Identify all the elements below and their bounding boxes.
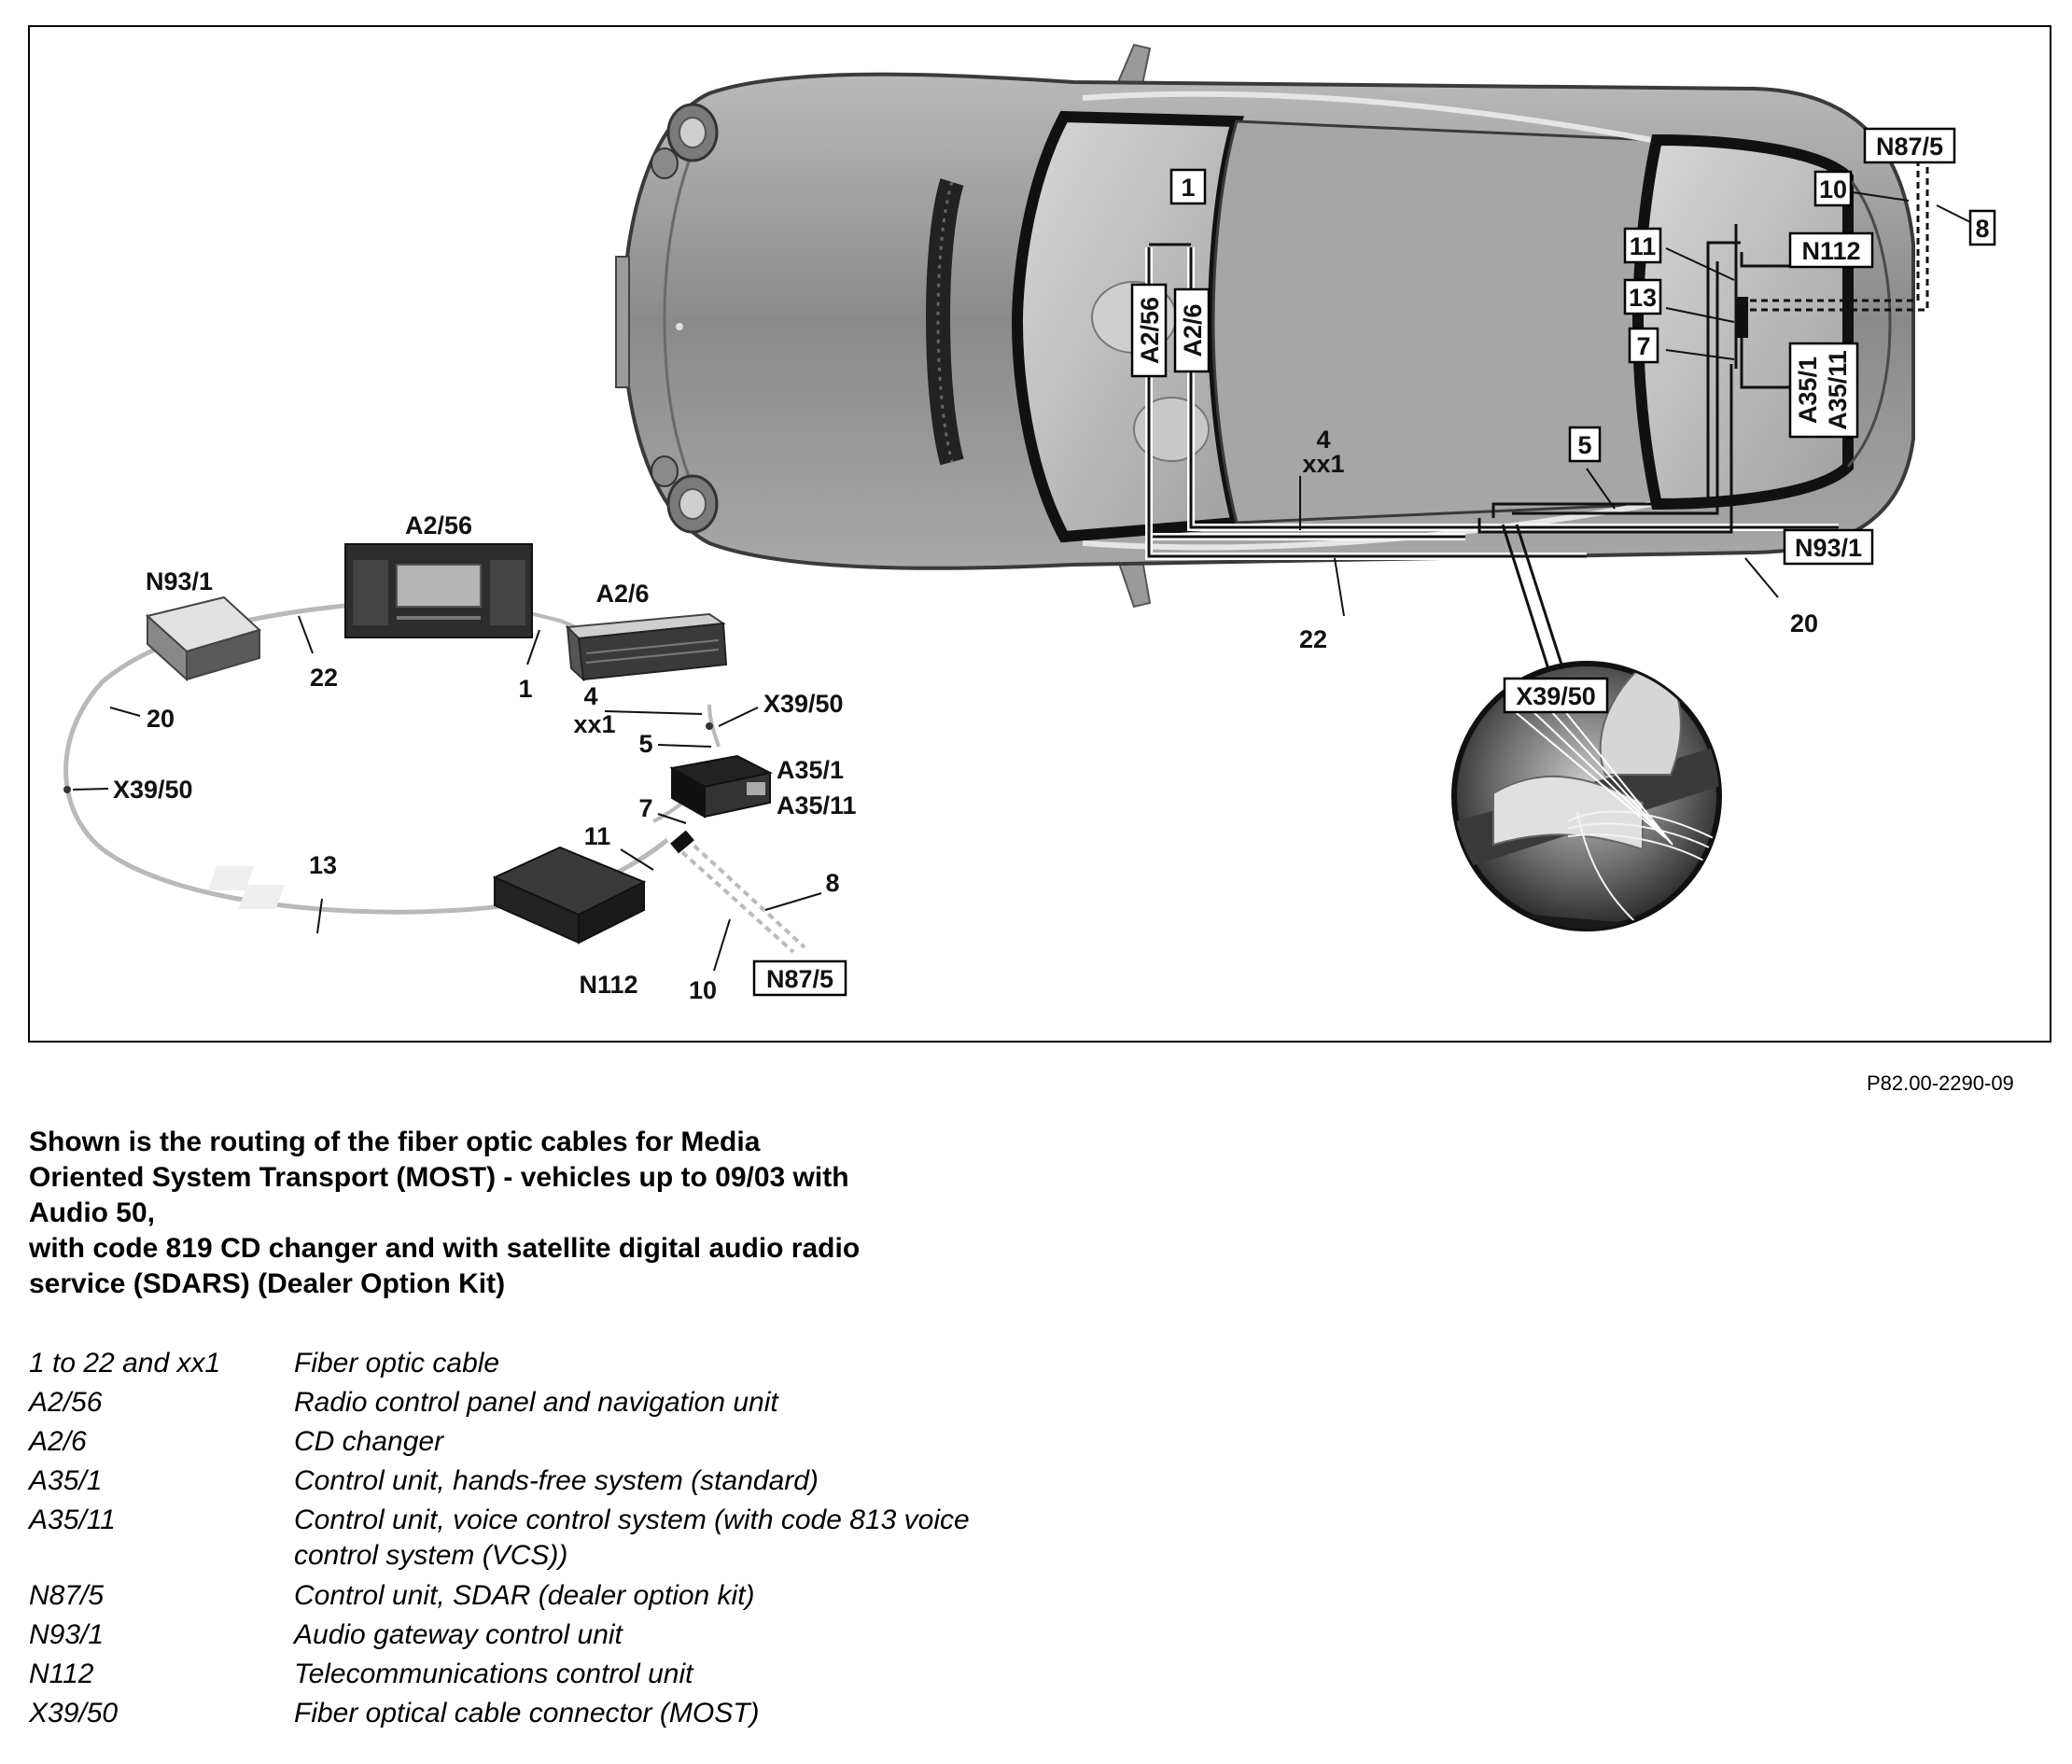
legend-row: X39/50 Fiber optical cable connector (MO…	[29, 1694, 1022, 1733]
label-ring-4: 4	[583, 682, 597, 710]
legend-desc: Control unit, SDAR (dealer option kit)	[294, 1580, 755, 1611]
ring-leaders	[72, 615, 822, 972]
legend-desc: Fiber optical cable connector (MOST)	[294, 1698, 760, 1729]
figure-id: P82.00-2290-09	[1867, 1071, 2014, 1095]
legend-key: N93/1	[29, 1619, 105, 1650]
label-car-8: 8	[1975, 215, 1989, 243]
label-car-4: 4	[1316, 426, 1330, 454]
ring-labels: A2/56 N93/1 A2/6 22 1 4 xx1 X39/50 5 A35…	[113, 511, 857, 1004]
legend-desc: Control unit, hands-free system (standar…	[294, 1465, 819, 1496]
caption-line: Shown is the routing of the fiber optic …	[29, 1127, 761, 1157]
label-ring-xx1: xx1	[573, 710, 615, 738]
label-ring-a35-1: A35/1	[777, 756, 844, 784]
label-ring-20: 20	[147, 705, 175, 733]
label-car-10: 10	[1819, 175, 1847, 203]
legend-key: N87/5	[29, 1580, 105, 1611]
diagram-frame	[28, 25, 2051, 1043]
label-ring-11: 11	[584, 822, 611, 850]
a2-56-unit	[344, 543, 533, 638]
legend-row: N93/1 Audio gateway control unit	[29, 1616, 1022, 1655]
label-inset-x39-50: X39/50	[1516, 682, 1596, 710]
label-car-n87-5: N87/5	[1876, 133, 1943, 161]
label-car-a35-11: A35/11	[1824, 350, 1852, 430]
routing-diagram: 1 A2/56 A2/6 4 xx1 5 N93/1 20 22 N87/5 1…	[28, 25, 2051, 1043]
legend-key: N112	[29, 1659, 94, 1689]
legend-desc: Telecommunications control unit	[294, 1659, 693, 1689]
label-car-a2-56: A2/56	[1136, 297, 1164, 364]
car-illustration	[615, 43, 1915, 609]
label-ring-n112: N112	[579, 971, 637, 999]
legend-row: A2/56 Radio control panel and navigation…	[29, 1383, 1022, 1422]
a35-1-unit	[669, 754, 773, 819]
label-ring-x39-50-left: X39/50	[113, 776, 193, 804]
label-ring-22: 22	[310, 664, 338, 692]
label-ring-7: 7	[638, 794, 652, 822]
a2-6-unit	[565, 612, 728, 682]
connector-detail-inset	[1451, 661, 1722, 931]
label-car-5: 5	[1577, 431, 1591, 459]
label-car-n93-1: N93/1	[1795, 534, 1862, 562]
label-ring-a35-11: A35/11	[777, 791, 857, 819]
legend-desc: Control unit, voice control system (with…	[294, 1505, 970, 1571]
label-ring-n87-5: N87/5	[766, 965, 833, 993]
legend-row: N87/5 Control unit, SDAR (dealer option …	[29, 1576, 1022, 1616]
n93-1-unit	[145, 595, 261, 682]
legend-desc: Audio gateway control unit	[294, 1619, 623, 1650]
legend-row: N112 Telecommunications control unit	[29, 1655, 1022, 1694]
legend-row: A2/6 CD changer	[29, 1422, 1022, 1462]
caption-line: Oriented System Transport (MOST) - vehic…	[29, 1162, 849, 1193]
car-labels: 1 A2/56 A2/6 4 xx1 5 N93/1 20 22 N87/5 1…	[1130, 127, 1996, 714]
label-car-a2-6: A2/6	[1179, 303, 1207, 357]
label-ring-1: 1	[518, 675, 532, 703]
label-ring-a2-56: A2/56	[405, 511, 472, 539]
label-ring-13: 13	[309, 851, 337, 879]
legend: 1 to 22 and xx1 Fiber optic cable A2/56 …	[29, 1344, 1022, 1733]
legend-row: 1 to 22 and xx1 Fiber optic cable	[29, 1344, 1022, 1383]
legend-desc: Fiber optic cable	[294, 1348, 500, 1379]
legend-key: A2/56	[29, 1387, 103, 1418]
legend-key: A2/6	[29, 1426, 87, 1457]
ring-components	[145, 543, 773, 945]
label-car-7: 7	[1636, 332, 1650, 360]
label-ring-x39-50-right: X39/50	[763, 690, 844, 718]
n112-unit	[207, 846, 647, 945]
label-ring-n93-1: N93/1	[146, 567, 213, 595]
legend-key: A35/11	[29, 1505, 116, 1535]
legend-row: A35/1 Control unit, hands-free system (s…	[29, 1462, 1022, 1501]
legend-desc: CD changer	[294, 1426, 444, 1457]
label-car-a35-1: A35/1	[1794, 357, 1822, 424]
caption-line: with code 819 CD changer and with satell…	[29, 1233, 861, 1264]
legend-key: 1 to 22 and xx1	[29, 1348, 221, 1379]
label-car-xx1: xx1	[1302, 450, 1344, 478]
legend-key: X39/50	[29, 1698, 119, 1729]
caption-line: service (SDARS) (Dealer Option Kit)	[29, 1268, 506, 1299]
label-ring-a2-6: A2/6	[595, 580, 649, 608]
label-car-13: 13	[1629, 284, 1657, 312]
label-ring-5: 5	[638, 730, 652, 758]
label-ring-8: 8	[825, 869, 839, 897]
legend-desc: Radio control panel and navigation unit	[294, 1387, 778, 1418]
label-ring-10: 10	[689, 976, 717, 1004]
legend-row: A35/11 Control unit, voice control syste…	[29, 1503, 1022, 1574]
label-car-n112: N112	[1801, 237, 1860, 265]
caption-line: Audio 50,	[29, 1197, 156, 1228]
legend-key: A35/1	[29, 1465, 103, 1496]
label-car-11: 11	[1630, 232, 1657, 260]
caption: Shown is the routing of the fiber optic …	[29, 1125, 962, 1302]
label-car-22: 22	[1299, 625, 1327, 653]
label-car-1: 1	[1181, 174, 1195, 202]
label-car-20: 20	[1790, 609, 1818, 637]
